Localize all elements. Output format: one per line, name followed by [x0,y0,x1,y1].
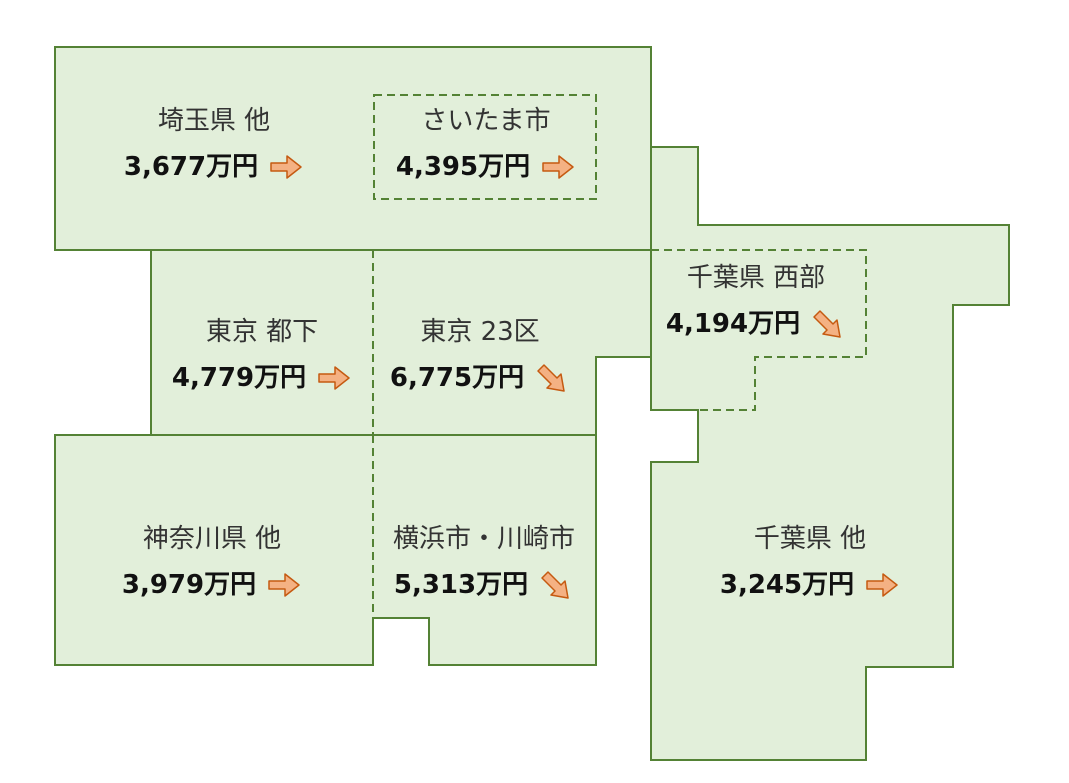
region-tokyo-tama: 東京 都下 4,779万円 [142,315,382,395]
region-tokyo-23ku: 東京 23区 6,775万円 [360,315,600,395]
chiba-west-dashed-border [651,249,867,411]
region-saitama-city: さいたま市 4,395万円 [366,104,606,184]
region-name: さいたま市 [421,106,551,136]
region-kanagawa-other: 神奈川県 他 3,979万円 [92,522,332,602]
region-saitama-other: 埼玉県 他 3,677万円 [94,104,334,184]
region-price: 3,677万円 [123,152,259,182]
arrow-down-right-icon [810,310,846,338]
region-name: 横浜市・川崎市 [392,524,575,554]
region-name: 東京 23区 [420,317,540,347]
region-name: 千葉県 他 [753,524,867,554]
region-price: 4,779万円 [171,363,307,393]
region-price: 4,395万円 [395,152,531,182]
region-chiba-west: 千葉県 西部 4,194万円 [636,261,876,341]
region-price: 3,979万円 [121,570,257,600]
arrow-right-icon [316,364,352,392]
region-price: 6,775万円 [389,363,525,393]
arrow-down-right-icon [534,364,570,392]
arrow-right-icon [268,153,304,181]
region-name: 東京 都下 [205,317,319,347]
region-yokohama-kawasaki: 横浜市・川崎市 5,313万円 [364,522,604,602]
arrow-right-icon [864,571,900,599]
region-price: 4,194万円 [665,309,801,339]
region-price: 3,245万円 [719,570,855,600]
arrow-down-right-icon [538,571,574,599]
arrow-right-icon [540,153,576,181]
saitama-city-dashed-border [373,94,597,200]
region-name: 神奈川県 他 [142,524,282,554]
arrow-right-icon [266,571,302,599]
region-shape-chiba [650,146,1010,761]
region-chiba-other: 千葉県 他 3,245万円 [690,522,930,602]
region-name: 千葉県 西部 [686,263,826,293]
region-shape-kanagawa [54,434,597,666]
region-price: 5,313万円 [393,570,529,600]
region-name: 埼玉県 他 [157,106,271,136]
